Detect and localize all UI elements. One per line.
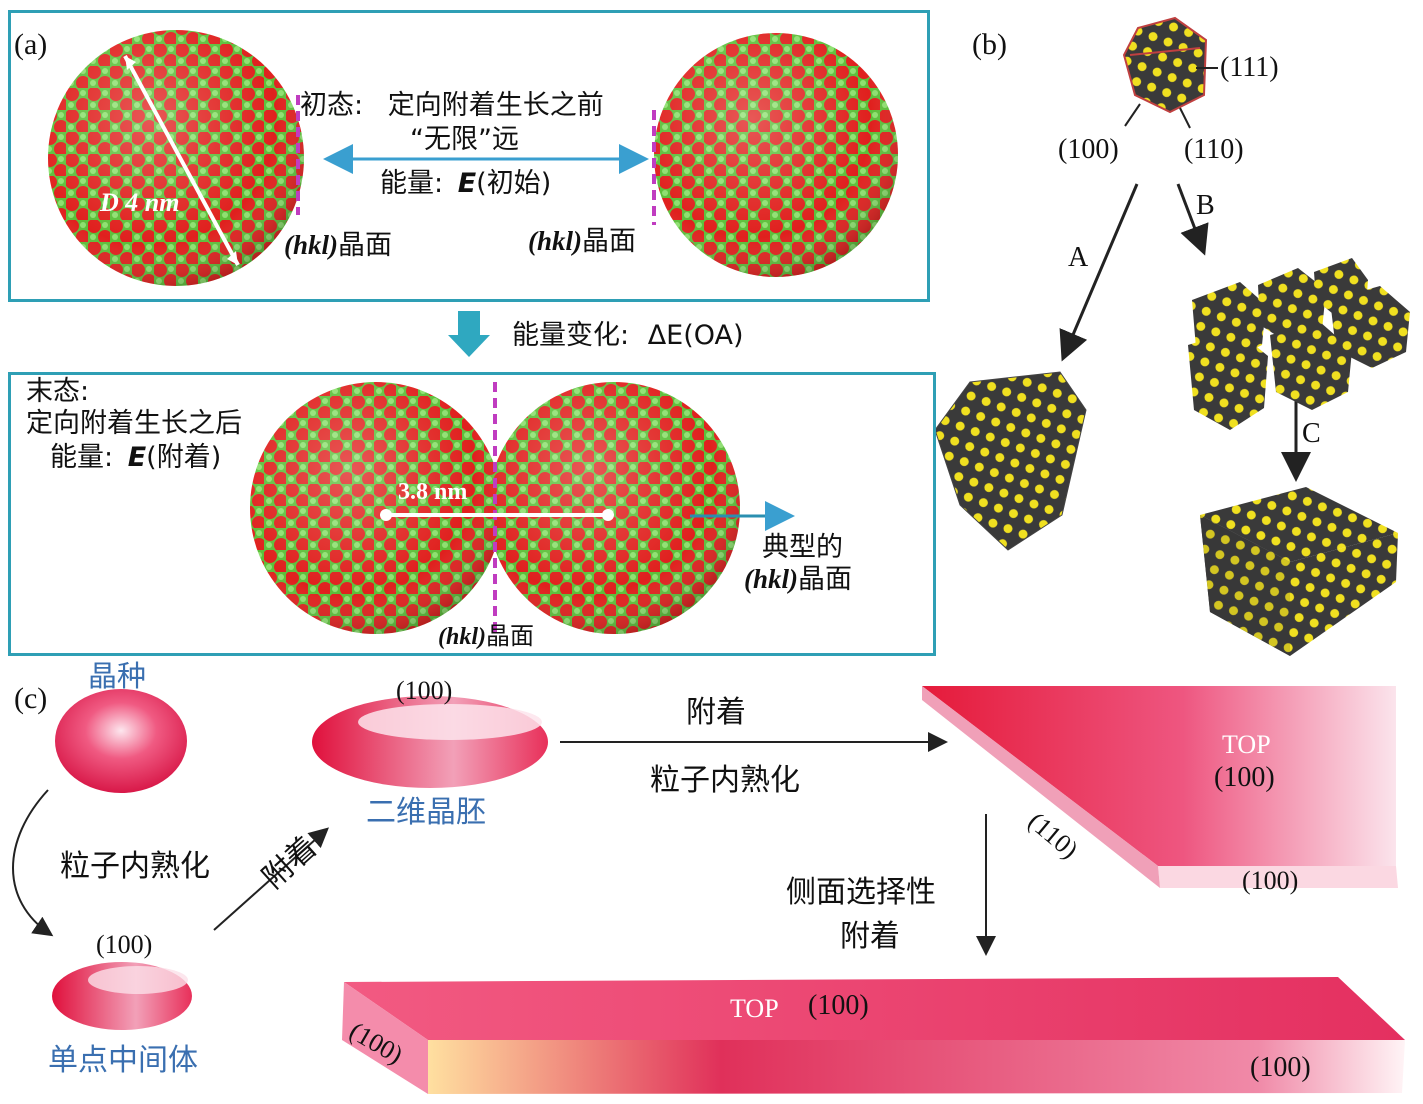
seed-ball <box>55 689 187 793</box>
seed-label: 晶种 <box>88 659 147 693</box>
sphere-left-initial <box>48 30 304 286</box>
single-point-label: 单点中间体 <box>48 1043 198 1078</box>
final-title: 末态: <box>26 376 90 407</box>
path-a-label: A <box>1068 242 1089 273</box>
seed-polyhedron <box>1122 16 1208 114</box>
plate-top-face: (100) <box>1214 762 1275 793</box>
initial-energy-label: 能量: E(初始) <box>380 168 552 199</box>
bottom-hkl-label: (hkl)晶面 <box>438 622 534 650</box>
diameter-line <box>123 55 240 266</box>
sphere-attached-right <box>488 382 740 634</box>
face-100-label: (100) <box>1058 134 1119 165</box>
energy-change-label: 能量变化: ΔE(OA) <box>512 320 744 351</box>
panel-a-bottom-frame <box>8 372 936 656</box>
path-c-label: C <box>1302 418 1321 449</box>
typical-face-label: (hkl)晶面 <box>744 564 852 595</box>
rod-side-face: (100) <box>1250 1052 1311 1083</box>
face-111-label: (111) <box>1220 52 1279 83</box>
diameter-label: D 4 nm <box>100 188 180 217</box>
hkl-right-label: (hkl)晶面 <box>528 226 636 257</box>
path-b-label: B <box>1196 190 1215 221</box>
initial-desc: 定向附着生长之前 <box>387 90 604 121</box>
rod-top-face: (100) <box>808 990 869 1021</box>
embryo-face: (100) <box>396 676 453 705</box>
crystal-c <box>1200 487 1398 656</box>
path-a-arrow <box>1059 183 1139 362</box>
path-b-arrow <box>1176 183 1209 256</box>
panel-c-tag: (c) <box>14 682 48 715</box>
final-desc: 定向附着生长之后 <box>26 408 242 439</box>
final-energy-label: 能量: E(附着) <box>50 442 222 473</box>
ripening-label-2: 粒子内熟化 <box>650 763 800 798</box>
typical-label: 典型的 <box>762 532 843 563</box>
crystal-cluster-b <box>1188 258 1410 430</box>
embryo-label: 二维晶胚 <box>366 795 486 830</box>
panel-a-tag: (a) <box>14 28 48 61</box>
hkl-left-label: (hkl)晶面 <box>284 230 392 261</box>
side-selective-label-2: 附着 <box>840 919 900 954</box>
initial-state-label: 初态: 定向附着生长之前 <box>300 92 604 119</box>
sphere-right-initial <box>654 33 898 277</box>
panel-a-top-frame <box>8 10 930 302</box>
panel-b-tag: (b) <box>972 28 1007 61</box>
initial-title: 初态: <box>300 90 364 121</box>
truncated-plate <box>922 686 1398 888</box>
energy-change-arrow <box>448 311 490 357</box>
single-point-disc <box>52 962 192 1030</box>
ripening-arrow <box>12 789 54 937</box>
rod-top-label: TOP <box>730 994 779 1023</box>
side-selective-label-1: 侧面选择性 <box>786 875 936 910</box>
sphere-attached-left <box>250 382 502 634</box>
attach-label-2: 附着 <box>686 695 746 730</box>
embryo-disc <box>312 696 548 788</box>
plate-top-label: TOP <box>1222 730 1271 759</box>
distance-label: 3.8 nm <box>398 479 468 505</box>
far-label: “无限”远 <box>410 124 519 155</box>
attach-arrow-1 <box>213 827 329 931</box>
face-110-label: (110) <box>1184 134 1244 165</box>
elongated-rod <box>342 977 1405 1094</box>
ripening-label-1: 粒子内熟化 <box>60 849 210 884</box>
single-point-face: (100) <box>96 930 153 959</box>
plate-bottom-face: (100) <box>1242 866 1299 895</box>
crystal-a <box>934 371 1087 551</box>
